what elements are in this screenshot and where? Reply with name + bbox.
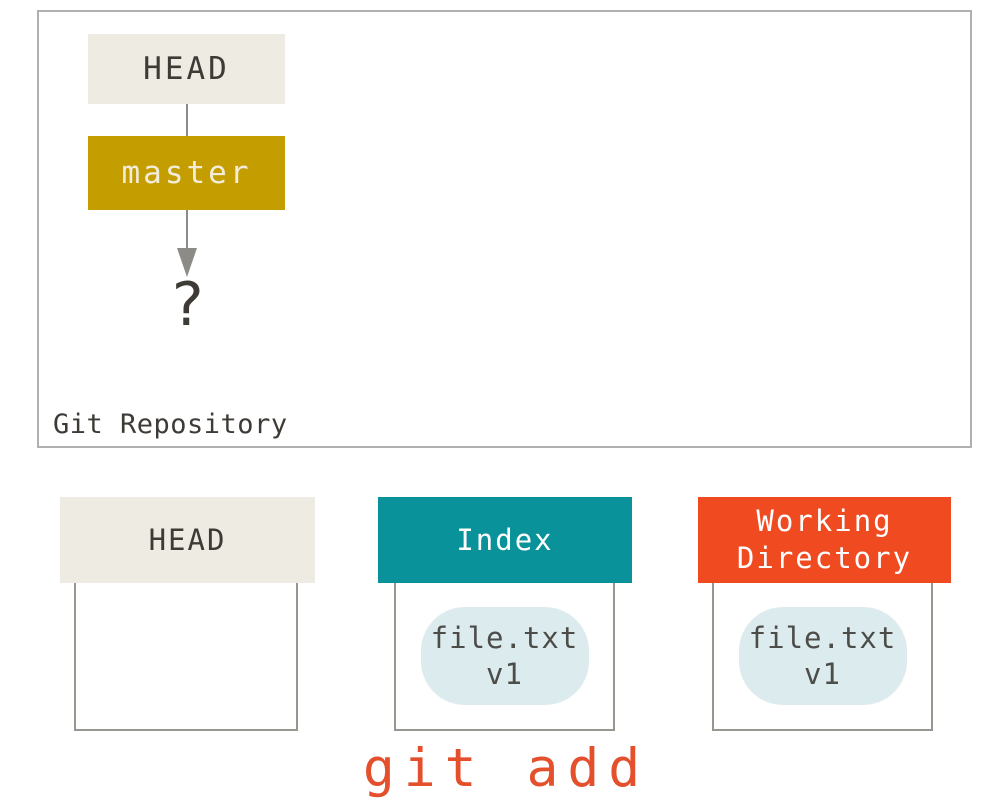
head-to-master-connector	[186, 104, 188, 136]
working-directory-column-header: Working Directory	[698, 497, 951, 583]
master-branch-label: master	[121, 155, 252, 191]
index-column-body: file.txt v1	[394, 581, 615, 731]
master-to-commit-arrow-line	[186, 210, 188, 250]
working-directory-column-title: Working Directory	[736, 504, 913, 575]
head-ref-label: HEAD	[143, 51, 230, 87]
working-directory-file-version: v1	[804, 657, 841, 691]
unknown-commit-question-mark: ?	[168, 270, 206, 340]
index-column-title: Index	[456, 522, 554, 557]
head-ref-node: HEAD	[88, 34, 285, 104]
git-add-caption: git add	[362, 738, 650, 799]
working-directory-file-version-pill: file.txt v1	[738, 607, 907, 705]
working-directory-file-name: file.txt	[748, 621, 897, 655]
working-directory-column-body: file.txt v1	[712, 581, 933, 731]
index-file-name: file.txt	[430, 621, 579, 655]
index-column-header: Index	[378, 497, 632, 583]
arrowhead-icon	[177, 248, 197, 277]
master-branch-node: master	[88, 136, 285, 210]
head-column-title: HEAD	[148, 522, 227, 557]
git-repository-label: Git Repository	[53, 409, 288, 440]
head-column-header: HEAD	[60, 497, 315, 583]
head-column-body	[74, 581, 298, 731]
index-file-version: v1	[486, 657, 523, 691]
git-repository-box: HEAD master ? Git Repository	[37, 10, 972, 448]
index-file-version-pill: file.txt v1	[420, 607, 589, 705]
